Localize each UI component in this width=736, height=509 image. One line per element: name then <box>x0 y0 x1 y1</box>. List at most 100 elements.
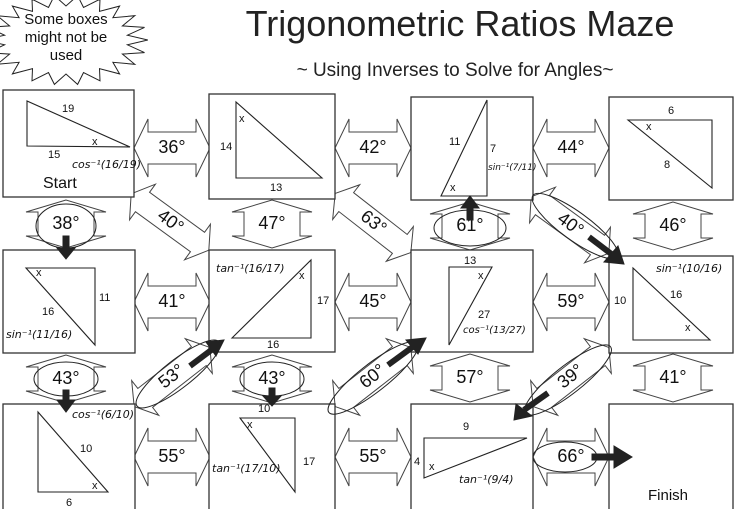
box-r1c3[interactable]: 11 7 x sin⁻¹(7/11) <box>410 96 537 201</box>
side-label: 16 <box>267 339 279 351</box>
page-subtitle: ~ Using Inverses to Solve for Angles~ <box>297 60 614 81</box>
page-title: Trigonometric Ratios Maze <box>246 3 675 44</box>
note-line-1: Some boxes <box>24 11 107 28</box>
triangle <box>238 417 296 494</box>
arrow-40-right[interactable]: 40° <box>518 179 622 271</box>
box-r3c1[interactable]: 10 x 6 cos⁻¹(6/10) <box>2 403 136 509</box>
side-label: 11 <box>99 292 110 304</box>
side-label: 10 <box>258 403 270 415</box>
angle-value: 38° <box>52 213 79 233</box>
box-r2c1[interactable]: x 11 16 sin⁻¹(11/16) <box>2 249 136 354</box>
side-label: 11 <box>449 136 460 148</box>
angle-label: x <box>646 121 652 133</box>
double-arrow-shape <box>632 201 714 251</box>
angle-label: x <box>36 267 42 279</box>
arrow-39[interactable]: 39° <box>520 330 623 424</box>
note-line-3: used <box>50 47 83 64</box>
box-r1c2[interactable]: x 14 13 <box>208 93 336 200</box>
angle-label: x <box>92 136 98 148</box>
arrow-61[interactable]: 61° <box>429 201 511 251</box>
side-label: 6 <box>668 105 674 117</box>
box-r1c4[interactable]: 6 x 8 <box>608 96 734 201</box>
side-label: 15 <box>48 149 60 161</box>
angle-label: x <box>429 461 435 473</box>
angle-label: x <box>478 270 484 282</box>
angle-value: 59° <box>557 291 584 311</box>
path-arrow-icon <box>55 195 633 469</box>
start-label: Start <box>43 175 77 192</box>
double-arrow-shape <box>429 353 511 403</box>
side-label: 13 <box>464 255 476 267</box>
angle-value: 43° <box>52 368 79 388</box>
triangle <box>26 100 131 148</box>
side-label: 7 <box>490 143 496 155</box>
side-label: 17 <box>317 295 329 307</box>
side-label: 4 <box>414 456 420 468</box>
angle-value: 36° <box>158 137 185 157</box>
arrow-46[interactable]: 46° <box>632 201 714 251</box>
arrow-45[interactable]: 45° <box>334 272 412 332</box>
double-arrow-shape <box>632 353 714 403</box>
angle-value: 55° <box>359 446 386 466</box>
angle-value: 45° <box>359 291 386 311</box>
triangle <box>448 266 493 346</box>
arrow-57[interactable]: 57° <box>429 353 511 403</box>
angle-value: 47° <box>258 213 285 233</box>
side-label: 16 <box>42 306 54 318</box>
angle-label: x <box>450 182 456 194</box>
finish-label: Finish <box>648 487 688 504</box>
handwritten-work: sin⁻¹(10/16) <box>656 262 722 275</box>
arrow-66[interactable]: 66° <box>532 427 610 487</box>
handwritten-work: sin⁻¹(11/16) <box>6 328 72 341</box>
arrow-44[interactable]: 44° <box>532 118 610 178</box>
handwritten-work: tan⁻¹(9/4) <box>459 473 514 486</box>
arrow-41[interactable]: 41° <box>133 272 211 332</box>
side-label: 14 <box>220 141 232 153</box>
side-label: 16 <box>670 289 682 301</box>
handwritten-work: cos⁻¹(13/27) <box>463 325 526 336</box>
angle-label: x <box>92 480 98 492</box>
angle-label: x <box>299 270 305 282</box>
angle-value: 66° <box>557 446 584 466</box>
handwritten-work: cos⁻¹(6/10) <box>72 408 134 421</box>
box-start[interactable]: 19 x 15 cos⁻¹(16/19) Start <box>2 89 141 198</box>
box-r3c2[interactable]: 10 x 17 tan⁻¹(17/10) <box>208 403 336 509</box>
arrow-55-right[interactable]: 55° <box>334 427 412 487</box>
arrow-36[interactable]: 36° <box>133 118 211 178</box>
box-r2c4[interactable]: sin⁻¹(10/16) 10 16 x <box>608 255 734 354</box>
angle-value: 44° <box>557 137 584 157</box>
box-r2c2[interactable]: tan⁻¹(16/17) x 17 16 <box>208 249 336 353</box>
triangle <box>626 119 713 190</box>
side-label: 8 <box>664 159 670 171</box>
angle-value: 41° <box>158 291 185 311</box>
arrow-43-middle[interactable]: 43° <box>231 354 313 404</box>
angle-value: 43° <box>258 368 285 388</box>
triangle <box>440 99 488 197</box>
angle-value: 42° <box>359 137 386 157</box>
arrow-47[interactable]: 47° <box>231 199 313 249</box>
arrow-41-right[interactable]: 41° <box>632 353 714 403</box>
triangle <box>423 437 528 479</box>
triangle <box>235 100 324 179</box>
triangle <box>632 266 712 341</box>
arrow-42[interactable]: 42° <box>334 118 412 178</box>
arrow-55-left[interactable]: 55° <box>133 427 211 487</box>
box-r2c3[interactable]: 13 x 27 cos⁻¹(13/27) <box>410 249 534 353</box>
arrow-63[interactable]: 63° <box>322 176 425 270</box>
triangle <box>230 258 312 339</box>
arrow-59[interactable]: 59° <box>532 272 610 332</box>
double-arrow-shape <box>231 199 313 249</box>
angle-value: 61° <box>456 215 483 235</box>
note-line-2: might not be <box>25 29 108 46</box>
handwritten-work: tan⁻¹(16/17) <box>216 262 285 275</box>
angle-value: 57° <box>456 367 483 387</box>
handwritten-work: tan⁻¹(17/10) <box>212 462 281 475</box>
side-label: 19 <box>62 103 74 115</box>
angle-value: 41° <box>659 367 686 387</box>
side-label: 10 <box>80 443 92 455</box>
arrow-43-left[interactable]: 43° <box>25 354 107 404</box>
solution-markings <box>33 192 633 473</box>
angle-value: 46° <box>659 215 686 235</box>
triangle <box>24 267 96 347</box>
